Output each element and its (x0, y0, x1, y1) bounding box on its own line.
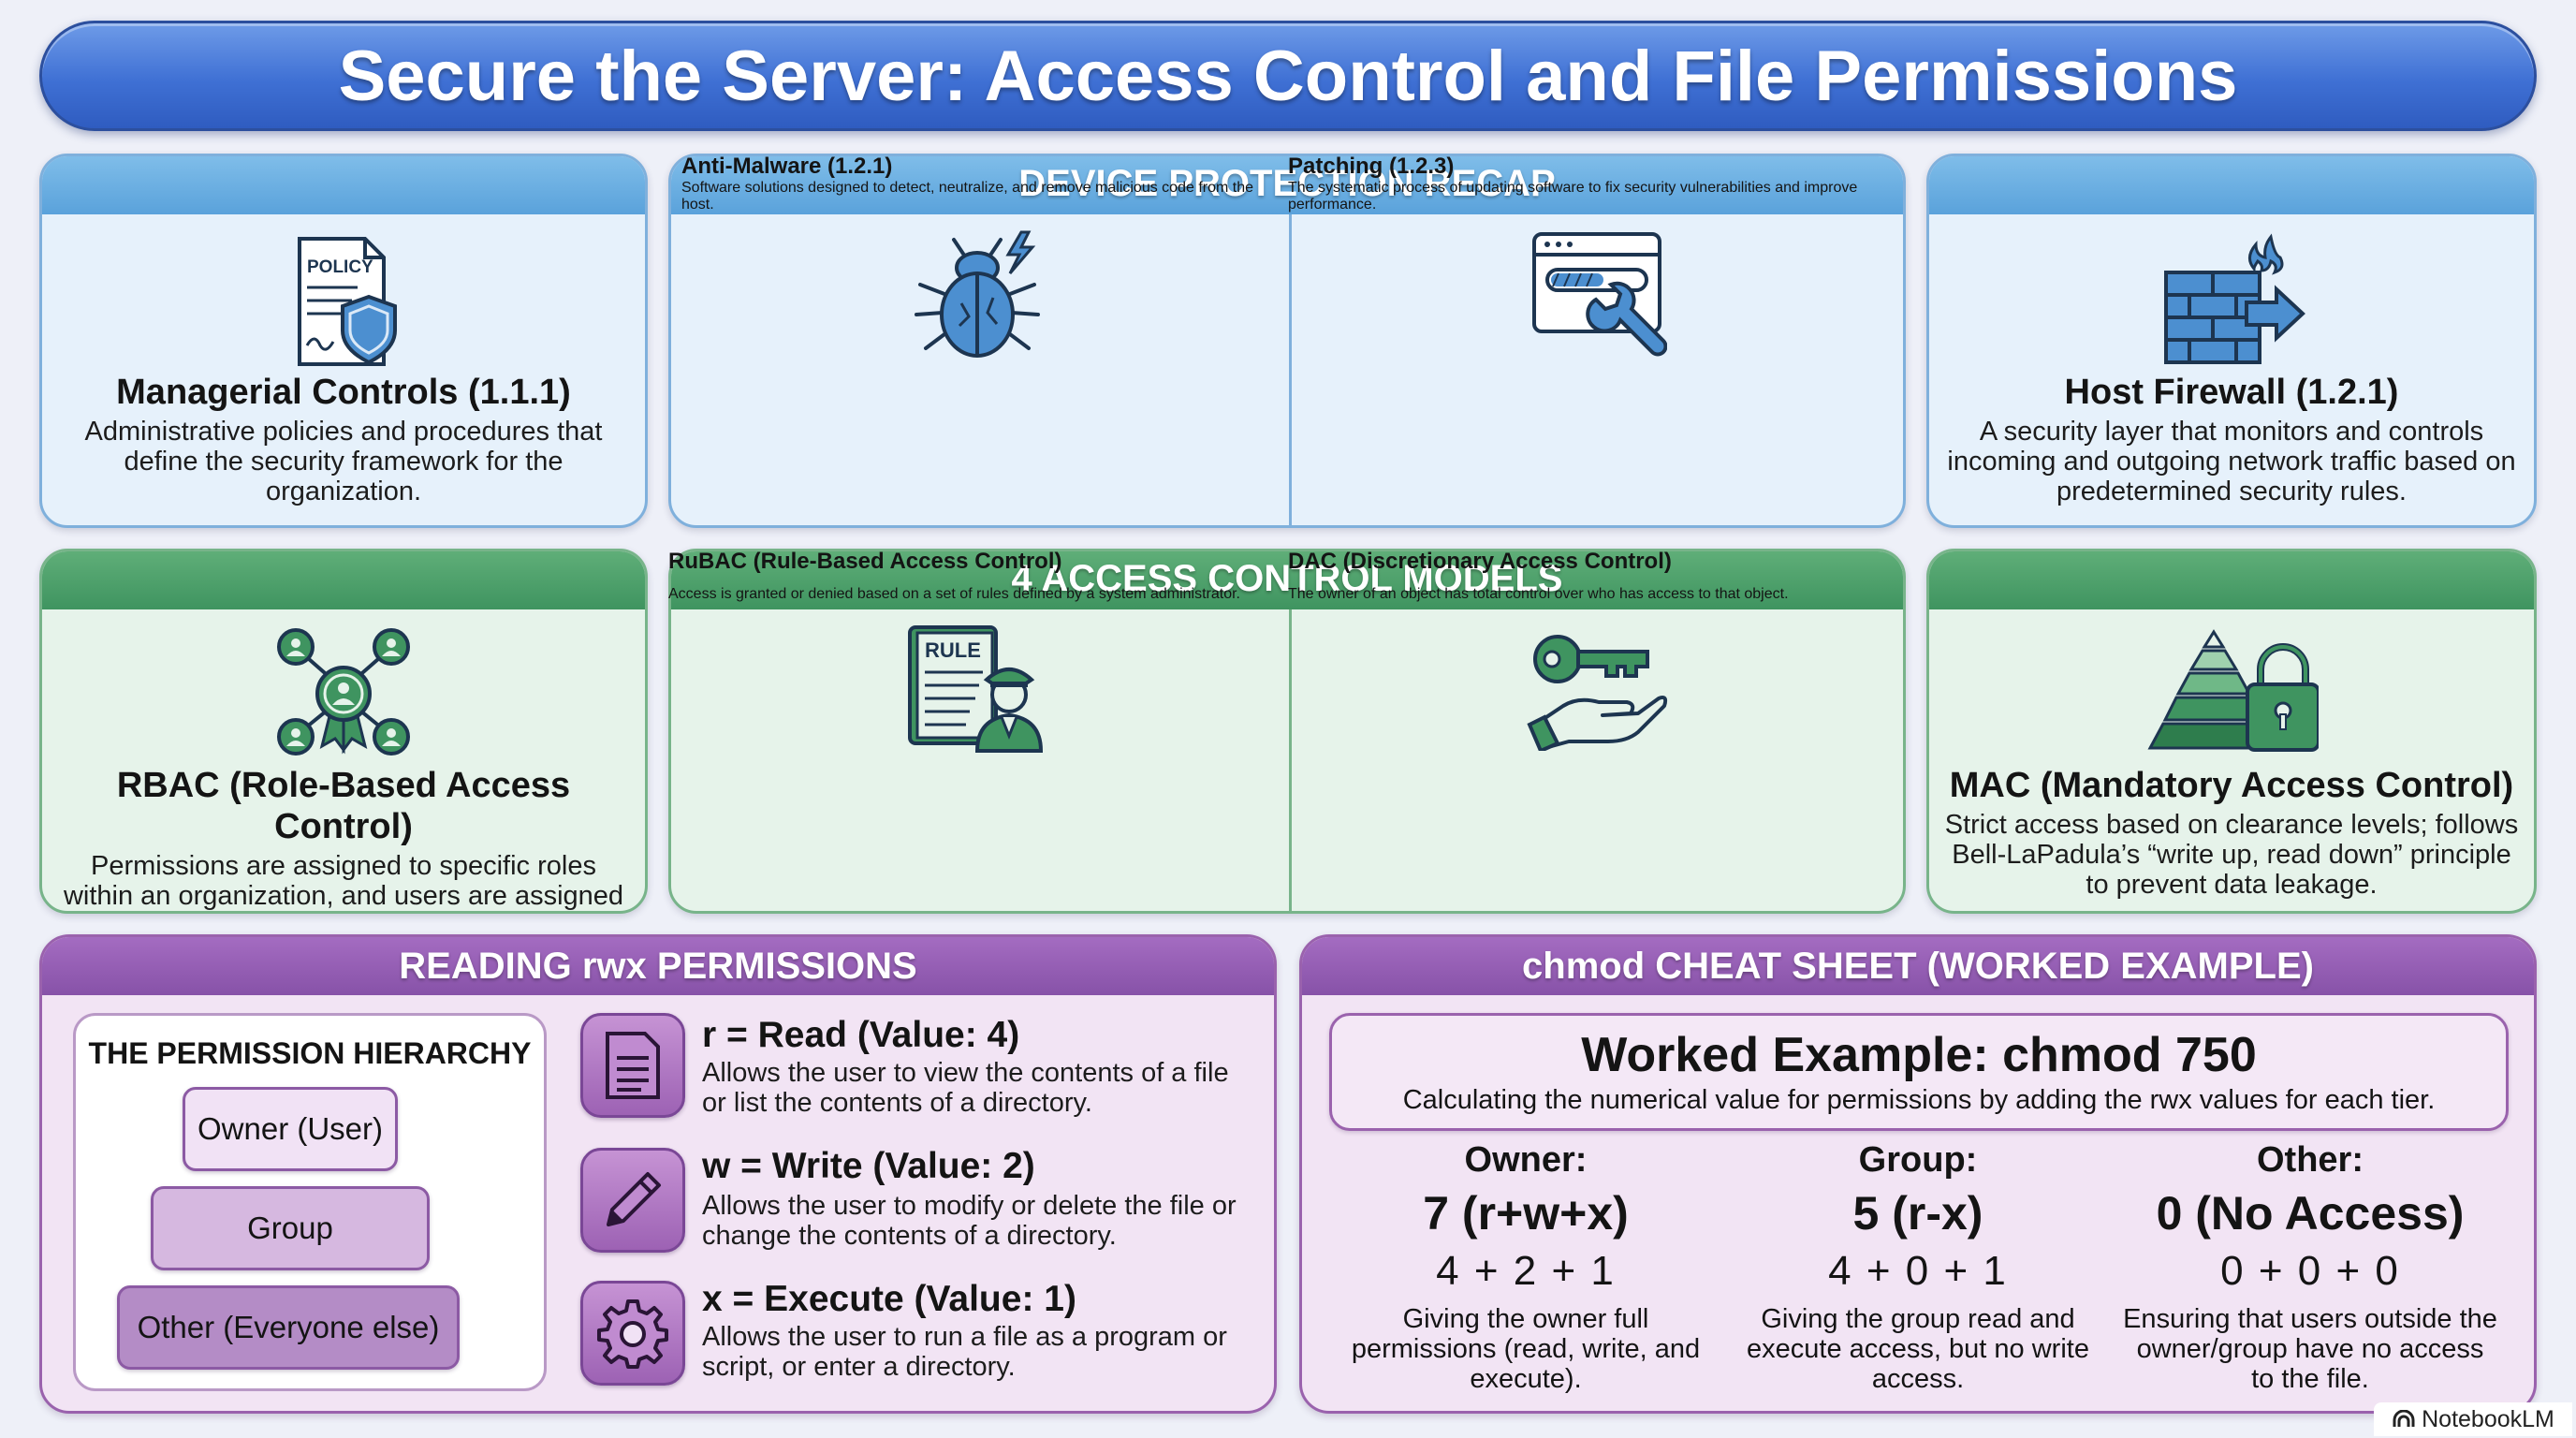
tier-value: 5 (r-x) (1852, 1187, 1983, 1240)
perm-read-title: r = Read (Value: 4) (702, 1015, 1020, 1055)
card-title: DAC (Discretionary Access Control) (1288, 549, 1672, 574)
tier-desc: Ensuring that users outside the owner/gr… (2123, 1304, 2497, 1394)
card-title: Anti-Malware (1.2.1) (681, 154, 893, 179)
notebooklm-watermark: NotebookLM (2374, 1402, 2572, 1436)
card-title: MAC (Mandatory Access Control) (1949, 766, 2514, 805)
perm-execute-desc: Allows the user to run a file as a progr… (702, 1322, 1227, 1382)
card-anti-malware: Anti-Malware (1.2.1) Software solutions … (668, 154, 1286, 528)
key-hand-icon (1526, 627, 1668, 754)
card-title: Managerial Controls (1.1.1) (116, 373, 571, 412)
firewall-icon (2157, 231, 2306, 372)
card-patching: Patching (1.2.3) The systematic process … (1288, 154, 1906, 528)
section-label-chmod: chmod CHEAT SHEET (WORKED EXAMPLE) (1302, 937, 2534, 995)
tier-desc: Giving the owner full permissions (read,… (1351, 1304, 1701, 1394)
role-network-icon (273, 626, 414, 757)
perm-write-desc: Allows the user to modify or delete the … (702, 1191, 1237, 1251)
worked-example-box: Worked Example: chmod 750 Calculating th… (1329, 1013, 2509, 1131)
chmod-tier-group: Group: 5 (r-x) 4 + 0 + 1 Giving the grou… (1731, 1140, 2105, 1394)
patch-wrench-icon (1527, 227, 1668, 367)
page-title: Secure the Server: Access Control and Fi… (338, 36, 2238, 116)
tier-calc: 4 + 2 + 1 (1436, 1248, 1616, 1294)
card-title: RuBAC (Rule-Based Access Control) (668, 549, 1062, 574)
tier-value: 7 (r+w+x) (1423, 1187, 1629, 1240)
chmod-tier-owner: Owner: 7 (r+w+x) 4 + 2 + 1 Giving the ow… (1339, 1140, 1713, 1394)
device-protection-panel (668, 154, 1906, 528)
card-description: The owner of an object has total control… (1288, 586, 1789, 602)
card-description: Software solutions designed to detect, n… (681, 180, 1253, 213)
card-description: A security layer that monitors and contr… (1947, 417, 2516, 506)
card-managerial-controls: POLICY Managerial Controls (1.1.1) Admin… (39, 154, 648, 528)
document-icon (580, 1013, 685, 1118)
card-dac: DAC (Discretionary Access Control) The o… (1288, 549, 1906, 914)
tier-label: Other: (2257, 1140, 2364, 1180)
watermark-text: NotebookLM (2422, 1405, 2554, 1432)
card-title: RBAC (Role-Based Access Control) (116, 766, 571, 846)
permission-hierarchy-box: THE PERMISSION HIERARCHY Owner (User) Gr… (73, 1013, 547, 1391)
card-description: Access is granted or denied based on a s… (668, 586, 1240, 602)
pencil-icon (580, 1148, 685, 1253)
tier-label: Owner: (1464, 1140, 1588, 1180)
worked-example-subtitle: Calculating the numerical value for perm… (1402, 1085, 2436, 1115)
card-title: Patching (1.2.3) (1288, 154, 1455, 179)
policy-label: POLICY (307, 257, 373, 277)
tier-calc: 0 + 0 + 0 (2220, 1248, 2400, 1294)
tier-calc: 4 + 0 + 1 (1828, 1248, 2008, 1294)
hierarchy-title: THE PERMISSION HIERARCHY (88, 1036, 532, 1070)
section-label-device-protection: DEVICE PROTECTION RECAP (1018, 163, 1556, 204)
tier-desc: Giving the group read and execute access… (1747, 1304, 2089, 1394)
rule-label: RULE (925, 638, 981, 662)
tier-label: Group: (1858, 1140, 1978, 1180)
section-label-access-models: 4 ACCESS CONTROL MODELS (1011, 558, 1563, 599)
section-label-rwx: READING rwx PERMISSIONS (42, 937, 1274, 995)
access-models-panel (668, 549, 1906, 914)
chmod-tier-other: Other: 0 (No Access) 0 + 0 + 0 Ensuring … (2123, 1140, 2497, 1394)
tier-value: 0 (No Access) (2156, 1187, 2465, 1240)
perm-execute-title: x = Execute (Value: 1) (702, 1279, 1076, 1319)
card-rbac: RBAC (Role-Based Access Control) Permiss… (39, 549, 648, 914)
tier-other: Other (Everyone else) (117, 1285, 460, 1370)
card-description: The systematic process of updating softw… (1288, 180, 1858, 213)
tier-owner: Owner (User) (183, 1087, 398, 1171)
title-banner: Secure the Server: Access Control and Fi… (39, 21, 2537, 131)
perm-read-desc: Allows the user to view the contents of … (702, 1058, 1229, 1118)
policy-document-icon: POLICY (273, 231, 414, 372)
card-mac: MAC (Mandatory Access Control) Strict ac… (1926, 549, 2537, 914)
tier-group: Group (151, 1186, 430, 1270)
card-description: Permissions are assigned to specific rol… (63, 851, 624, 911)
worked-example-title: Worked Example: chmod 750 (1581, 1028, 2257, 1082)
pyramid-lock-icon (2144, 626, 2320, 757)
notebooklm-logo-icon (2393, 1410, 2415, 1427)
gear-icon (580, 1281, 685, 1386)
card-description: Administrative policies and procedures t… (84, 417, 603, 506)
card-description: Strict access based on clearance levels;… (1944, 810, 2519, 900)
card-host-firewall: Host Firewall (1.2.1) A security layer t… (1926, 154, 2537, 528)
perm-write-title: w = Write (Value: 2) (702, 1146, 1035, 1186)
rulebook-officer-icon: RULE (904, 622, 1050, 755)
card-rubac: RULE RuBAC (Rule-Based Access Control) A… (668, 549, 1286, 914)
bug-icon (907, 227, 1047, 367)
card-title: Host Firewall (1.2.1) (2064, 373, 2399, 412)
